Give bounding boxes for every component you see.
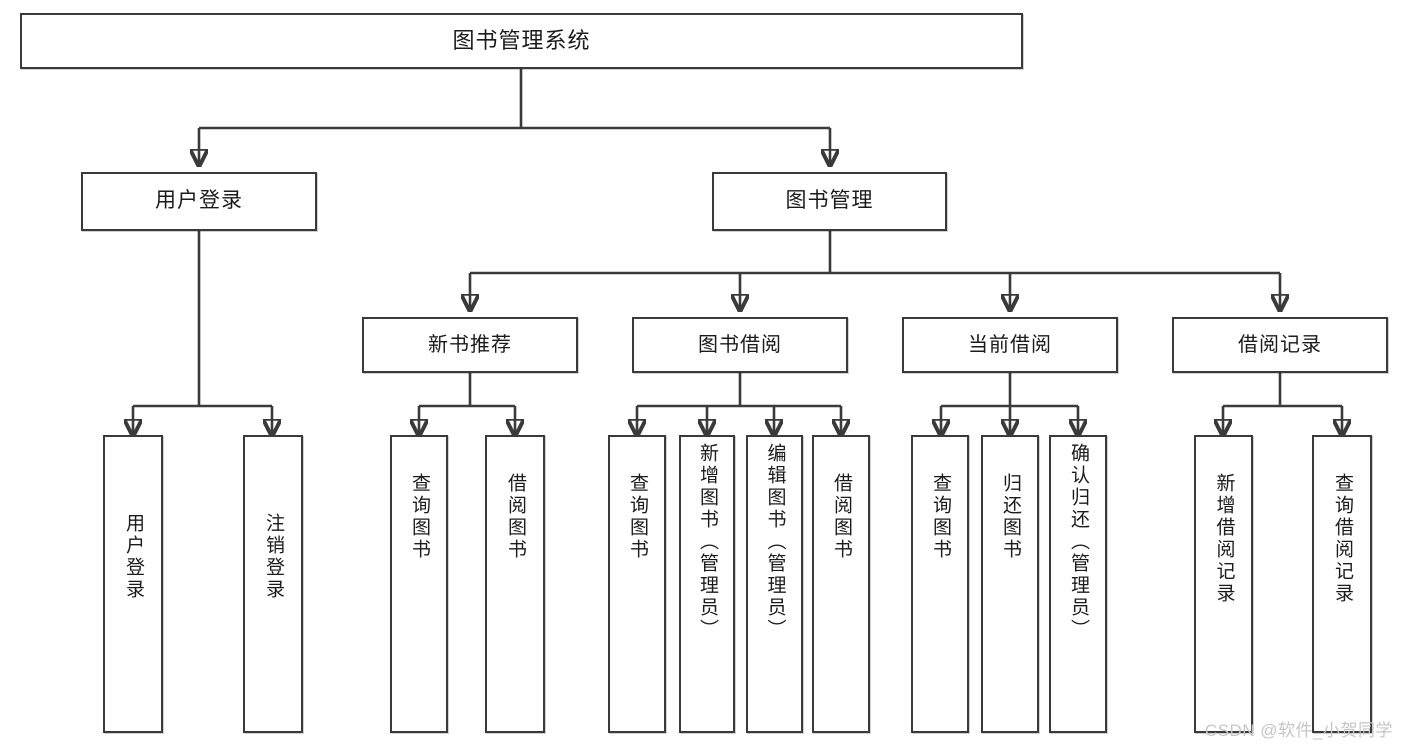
node-label: 新增借阅记录 bbox=[1213, 473, 1235, 605]
node-label: 图书管理 bbox=[785, 189, 874, 213]
node-label: 图书管理系统 bbox=[452, 28, 591, 54]
node-root-system[interactable]: 图书管理系统 bbox=[20, 13, 1023, 69]
leaf-new-book-query[interactable]: 查询图书 bbox=[390, 435, 448, 733]
node-label: 新书推荐 bbox=[428, 333, 512, 356]
node-label: 借阅图书 bbox=[504, 473, 526, 561]
node-current-borrow[interactable]: 当前借阅 bbox=[902, 317, 1118, 373]
node-new-book-recommend[interactable]: 新书推荐 bbox=[362, 317, 578, 373]
node-label: 借阅记录 bbox=[1238, 333, 1322, 356]
node-label: 注销登录 bbox=[262, 513, 284, 601]
node-borrow-record[interactable]: 借阅记录 bbox=[1172, 317, 1388, 373]
node-book-management[interactable]: 图书管理 bbox=[712, 172, 947, 231]
leaf-book-borrow-borrow[interactable]: 借阅图书 bbox=[812, 435, 870, 733]
node-label: 用户登录 bbox=[122, 513, 144, 601]
node-label: 确认归还（管理员） bbox=[1067, 443, 1089, 641]
node-label: 查询图书 bbox=[929, 473, 951, 561]
watermark-text: CSDN @软件_小贺同学 bbox=[1204, 721, 1393, 740]
node-label: 当前借阅 bbox=[968, 333, 1052, 356]
node-label: 用户登录 bbox=[155, 189, 243, 213]
leaf-current-borrow-confirm[interactable]: 确认归还（管理员） bbox=[1049, 435, 1107, 733]
node-label: 新增图书（管理员） bbox=[696, 443, 718, 641]
leaf-book-borrow-add[interactable]: 新增图书（管理员） bbox=[679, 435, 735, 733]
leaf-borrow-record-query[interactable]: 查询借阅记录 bbox=[1312, 435, 1372, 733]
leaf-current-borrow-return[interactable]: 归还图书 bbox=[981, 435, 1039, 733]
node-label: 查询借阅记录 bbox=[1331, 473, 1353, 605]
node-label: 查询图书 bbox=[626, 473, 648, 561]
leaf-current-borrow-query[interactable]: 查询图书 bbox=[911, 435, 969, 733]
node-label: 图书借阅 bbox=[698, 333, 782, 356]
leaf-borrow-record-add[interactable]: 新增借阅记录 bbox=[1194, 435, 1253, 733]
node-label: 编辑图书（管理员） bbox=[764, 443, 786, 641]
leaf-user-login-logout[interactable]: 注销登录 bbox=[243, 435, 303, 733]
leaf-user-login-login[interactable]: 用户登录 bbox=[103, 435, 163, 733]
node-label: 归还图书 bbox=[999, 473, 1021, 561]
node-label: 查询图书 bbox=[408, 473, 430, 561]
node-label: 借阅图书 bbox=[830, 473, 852, 561]
node-book-borrow[interactable]: 图书借阅 bbox=[632, 317, 848, 373]
node-user-login[interactable]: 用户登录 bbox=[81, 172, 317, 231]
leaf-book-borrow-query[interactable]: 查询图书 bbox=[608, 435, 666, 733]
leaf-new-book-borrow[interactable]: 借阅图书 bbox=[485, 435, 545, 733]
leaf-book-borrow-edit[interactable]: 编辑图书（管理员） bbox=[746, 435, 803, 733]
